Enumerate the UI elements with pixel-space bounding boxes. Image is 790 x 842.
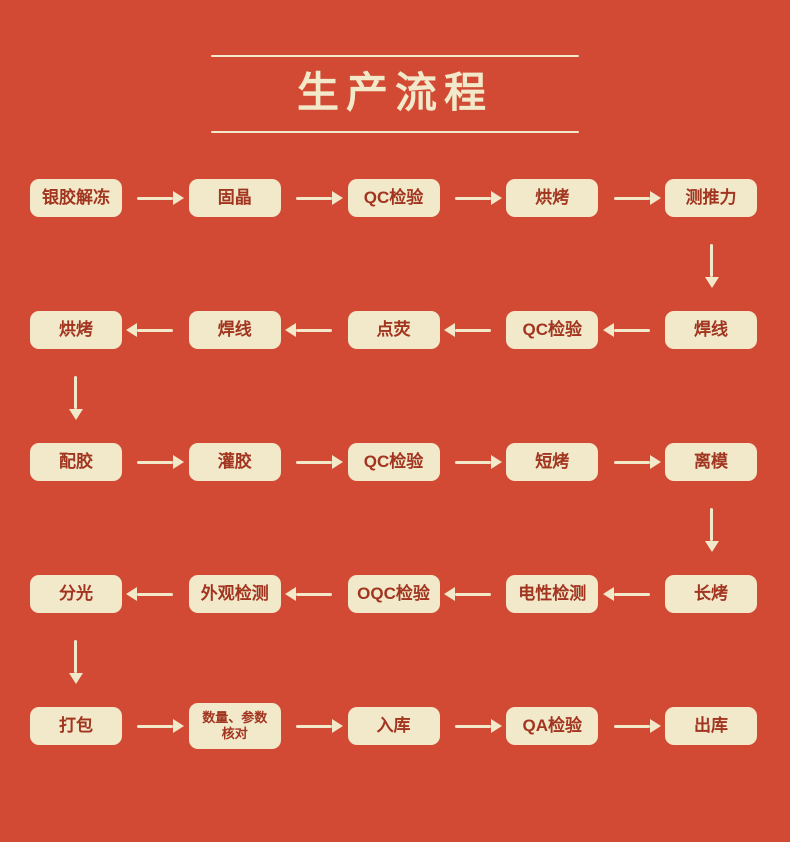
flow-node-label: 离模 [694, 451, 728, 471]
flow-node-label: 灌胶 [217, 451, 252, 471]
flow-node-label: QA检验 [522, 715, 583, 735]
arrow-right-icon [613, 460, 650, 464]
flow-node-label: QC检验 [363, 451, 424, 471]
flow-node: QA检验 [506, 707, 599, 745]
arrow-down-icon [710, 244, 713, 277]
flow-node: OQC检验 [347, 575, 440, 613]
arrow-left-icon [613, 328, 650, 332]
flow-node-label: 焊线 [694, 319, 728, 339]
arrow-right-icon [296, 460, 333, 464]
flow-node-label: 烘烤 [535, 187, 570, 207]
flow-row-2: 烘烤 焊线 点荧 QC检验 焊线 [30, 307, 757, 353]
title-block: 生产流程 [211, 55, 579, 133]
flow-node: 打包 [30, 707, 122, 745]
arrow-down-icon [74, 376, 77, 409]
flow-node: QC检验 [506, 311, 599, 349]
flow-node: 烘烤 [30, 311, 122, 349]
arrow-right-icon [613, 196, 650, 200]
arrow-right-icon [454, 196, 491, 200]
flow-node-label: 焊线 [217, 319, 252, 339]
flow-node-label: 分光 [59, 583, 93, 603]
flow-node: 银胶解冻 [30, 179, 122, 217]
arrow-right-icon [296, 196, 333, 200]
flow-node: 电性检测 [506, 575, 599, 613]
flow-node-label: 固晶 [217, 187, 252, 207]
arrow-right-icon [454, 460, 491, 464]
arrow-left-icon [296, 592, 333, 596]
arrow-right-icon [137, 196, 174, 200]
flow-node: QC检验 [347, 443, 440, 481]
flow-node: 数量、参数 核对 [188, 703, 281, 749]
flow-node: 外观检测 [188, 575, 281, 613]
flow-node-label: 测推力 [685, 187, 737, 207]
flow-node-label: 入库 [376, 715, 411, 735]
flow-row-1: 银胶解冻 固晶 QC检验 烘烤 测推力 [30, 175, 757, 221]
arrow-left-icon [454, 592, 491, 596]
flow-node-label: 短烤 [535, 451, 570, 471]
arrow-left-icon [454, 328, 491, 332]
flow-node: 入库 [347, 707, 440, 745]
flow-node-label: 点荧 [376, 319, 411, 339]
flow-node: 焊线 [665, 311, 757, 349]
title-top-rule [211, 55, 579, 57]
flow-node-label: 外观检测 [200, 583, 269, 603]
arrow-right-icon [296, 724, 333, 728]
arrow-right-icon [454, 724, 491, 728]
title-bottom-rule [211, 131, 579, 133]
flow-row-3: 配胶 灌胶 QC检验 短烤 离模 [30, 439, 757, 485]
flow-node-label: 电性检测 [518, 583, 587, 603]
flow-node-label: 打包 [59, 715, 93, 735]
flow-node-label: QC检验 [522, 319, 583, 339]
flow-node-label: 出库 [694, 715, 728, 735]
flow-node: QC检验 [347, 179, 440, 217]
flow-node: 固晶 [188, 179, 281, 217]
flow-node-label: 银胶解冻 [42, 187, 110, 207]
flow-node: 焊线 [188, 311, 281, 349]
flow-node-label: QC检验 [363, 187, 424, 207]
arrow-left-icon [137, 328, 174, 332]
arrow-left-icon [613, 592, 650, 596]
flow-node: 烘烤 [506, 179, 599, 217]
flow-node: 出库 [665, 707, 757, 745]
flow-node: 配胶 [30, 443, 122, 481]
flow-node: 测推力 [665, 179, 757, 217]
flow-node: 点荧 [347, 311, 440, 349]
arrow-right-icon [613, 724, 650, 728]
arrow-right-icon [137, 724, 174, 728]
arrow-down-icon [74, 640, 77, 673]
flow-row-4: 分光 外观检测 OQC检验 电性检测 长烤 [30, 571, 757, 617]
flow-node-label: 烘烤 [59, 319, 93, 339]
flow-row-5: 打包 数量、参数 核对 入库 QA检验 出库 [30, 703, 757, 749]
flow-node-label: 长烤 [694, 583, 728, 603]
flow-node: 分光 [30, 575, 122, 613]
arrow-down-icon [710, 508, 713, 541]
flow-node: 短烤 [506, 443, 599, 481]
flow-node: 离模 [665, 443, 757, 481]
flow-node-label: 配胶 [59, 451, 93, 471]
flow-node: 长烤 [665, 575, 757, 613]
page-title: 生产流程 [296, 69, 493, 116]
flow-node: 灌胶 [188, 443, 281, 481]
arrow-left-icon [137, 592, 174, 596]
arrow-right-icon [137, 460, 174, 464]
arrow-left-icon [296, 328, 333, 332]
flow-node-label: OQC检验 [357, 583, 430, 603]
flow-node-label: 数量、参数 核对 [202, 710, 268, 741]
